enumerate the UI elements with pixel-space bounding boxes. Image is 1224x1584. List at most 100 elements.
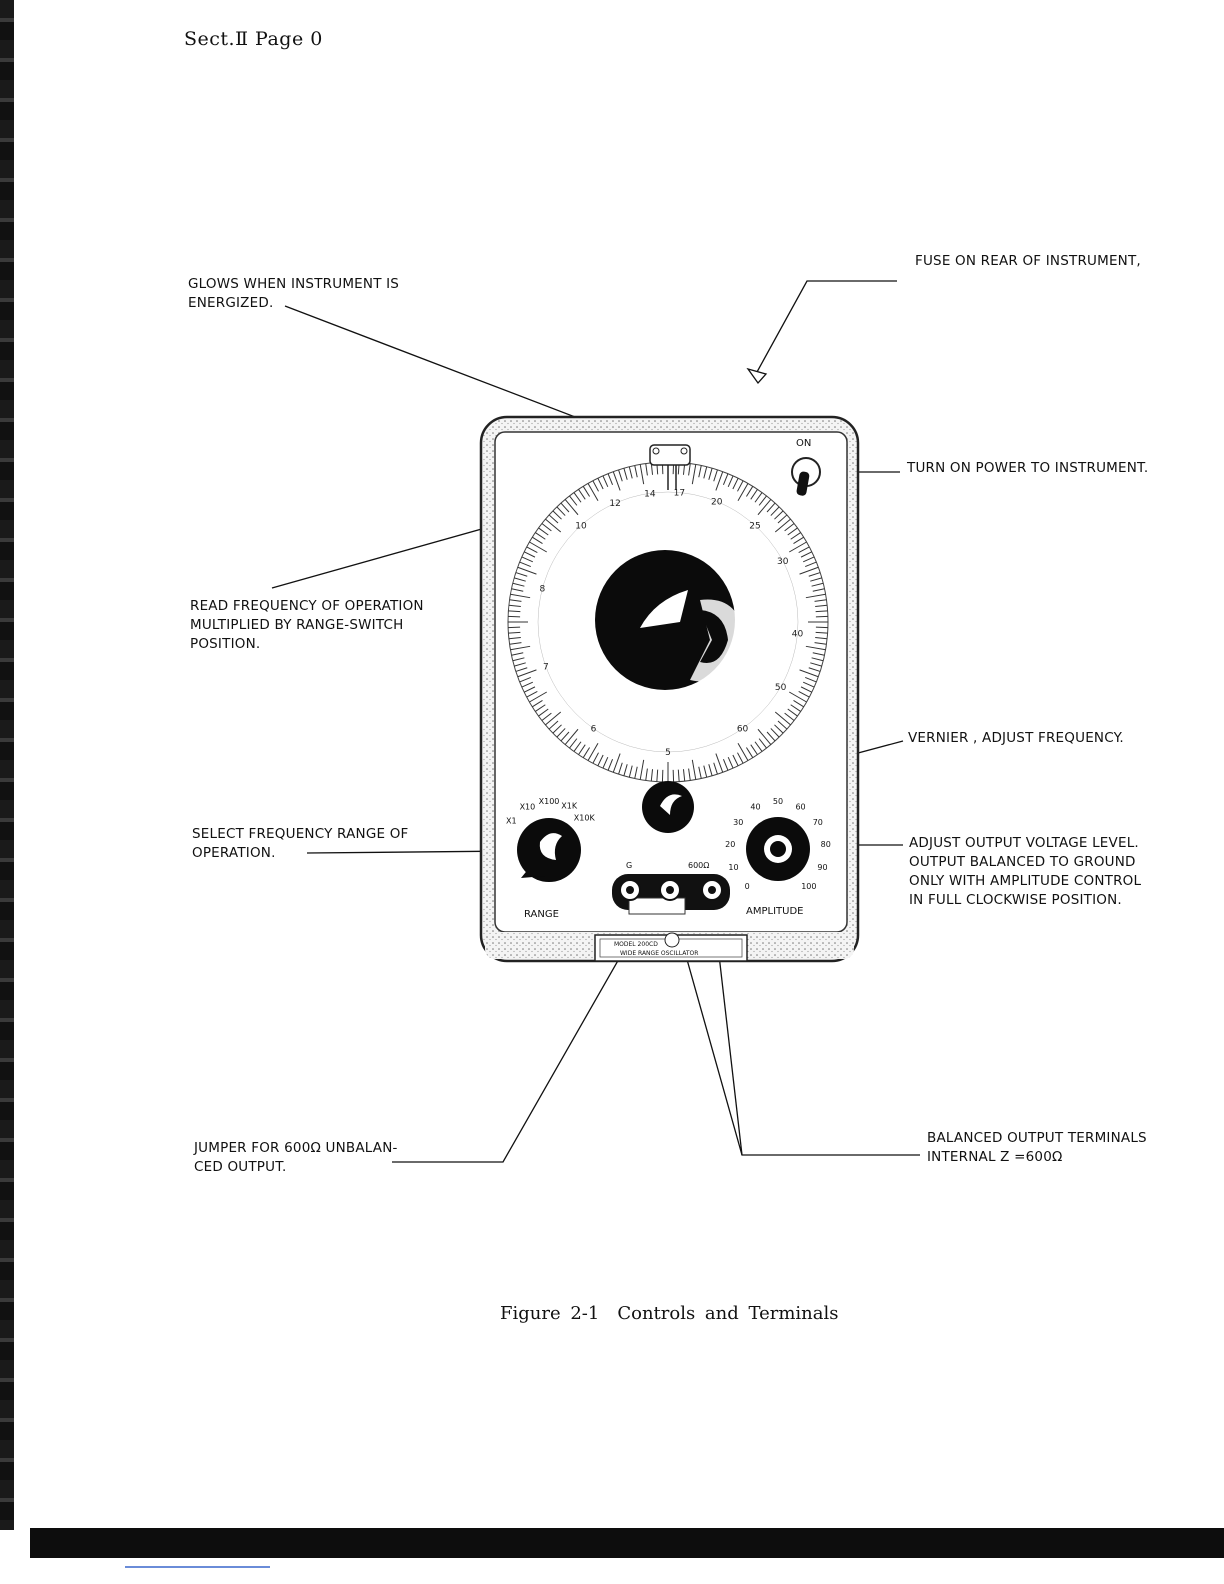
dial-tick (815, 631, 828, 634)
dial-tick (587, 483, 599, 502)
dial-tick (770, 506, 780, 516)
ground-label: G (626, 861, 632, 870)
dial-tick (564, 728, 579, 745)
dial-tick (634, 465, 638, 478)
amplitude-scale-label: 50 (773, 797, 783, 806)
dial-tick (790, 532, 801, 540)
on-label: ON (796, 438, 811, 449)
figure-number: Figure 2-1 (500, 1303, 600, 1324)
dial-tick (592, 480, 599, 492)
dial-tick (564, 499, 579, 516)
dial-tick (639, 759, 645, 780)
dial-tick (757, 499, 772, 516)
dial-tick (618, 762, 623, 775)
dial-tick (508, 631, 521, 634)
dial-tick (800, 686, 813, 693)
amplitude-label: AMPLITUDE (746, 906, 803, 917)
dial-tick (787, 708, 798, 717)
dial-tick (612, 753, 621, 773)
dial-tick (787, 527, 798, 536)
dial-tick (582, 486, 590, 497)
dial-tick (793, 536, 804, 544)
dial-tick (774, 518, 791, 533)
dial-tick (812, 588, 825, 592)
binding-edge (0, 0, 14, 1530)
dial-tick (810, 662, 822, 667)
dial-tick (788, 691, 807, 703)
figure-caption: Figure 2-1 Controls and Terminals (500, 1303, 839, 1324)
dial-tick (548, 720, 559, 730)
dial-tick (517, 669, 537, 678)
dial-tick (538, 527, 549, 536)
dial-tick (597, 754, 604, 767)
amplitude-scale-label: 80 (821, 840, 831, 849)
dial-tick (634, 766, 638, 779)
dial-number: 12 (609, 499, 620, 509)
callout-power: TURN ON POWER TO INSTRUMENT. (907, 460, 1149, 476)
dial-number: 25 (749, 521, 760, 531)
range-position-label: X100 (539, 797, 560, 806)
dial-tick (556, 506, 566, 516)
amplitude-scale-label: 0 (745, 882, 750, 891)
figure-title: Controls and Terminals (617, 1303, 839, 1324)
dial-tick (612, 471, 621, 491)
dial-tick (639, 464, 645, 485)
dial-tick (526, 691, 538, 698)
dial-tick (508, 604, 521, 608)
dial-tick (541, 523, 552, 532)
dial-number: 40 (792, 629, 804, 639)
amplitude-scale-label: 40 (750, 803, 760, 812)
dial-tick (535, 704, 546, 712)
amplitude-scale-label: 20 (725, 840, 735, 849)
dial-tick (597, 477, 604, 490)
dial-tick (774, 711, 791, 726)
dial-tick (688, 463, 691, 476)
dial-tick (578, 744, 586, 755)
dial-tick (715, 471, 724, 491)
dial-tick (737, 752, 744, 764)
scan-bottom-bar (30, 1528, 1224, 1558)
dial-tick (645, 463, 648, 476)
dial-tick (815, 636, 828, 640)
dial-tick (682, 769, 686, 782)
dial-tick (602, 475, 609, 487)
dial-tick (511, 588, 524, 592)
dial-tick (799, 669, 819, 678)
dial-tick (529, 541, 548, 553)
dial-tick (677, 769, 680, 782)
dial-tick (750, 489, 758, 500)
dial-tick (815, 610, 828, 613)
dial-tick (750, 744, 758, 755)
dial-tick (732, 477, 739, 490)
dial-tick (810, 577, 822, 582)
dial-number: 60 (737, 724, 749, 734)
dial-tick (727, 475, 734, 487)
dial-tick (607, 759, 614, 771)
dial-tick (737, 742, 749, 761)
dial-tick (766, 731, 776, 742)
dial-number: 14 (644, 489, 656, 499)
dial-tick (766, 502, 776, 513)
dial-number: 30 (777, 557, 789, 567)
dial-tick (691, 759, 697, 780)
dial-tick (708, 764, 713, 776)
range-label: RANGE (524, 909, 559, 920)
dial-tick (529, 691, 548, 703)
dial-tick (656, 769, 659, 782)
dial-tick (511, 652, 524, 656)
dial-tick (800, 551, 813, 558)
dial-tick (628, 466, 633, 479)
dial-tick (715, 753, 724, 773)
range-position-label: X10K (574, 813, 596, 822)
dial-tick (560, 502, 570, 513)
dial-tick (805, 561, 817, 568)
callout-vernier: VERNIER , ADJUST FREQUENCY. (908, 730, 1124, 746)
dial-tick (814, 599, 827, 602)
callout-jumper: JUMPER FOR 600Ω UNBALAN- CED OUTPUT. (194, 1140, 398, 1175)
dial-tick (582, 747, 590, 758)
dial-tick (521, 681, 533, 688)
amplitude-scale-label: 30 (733, 818, 743, 827)
dial-tick (805, 645, 826, 651)
dial-tick (509, 599, 522, 602)
